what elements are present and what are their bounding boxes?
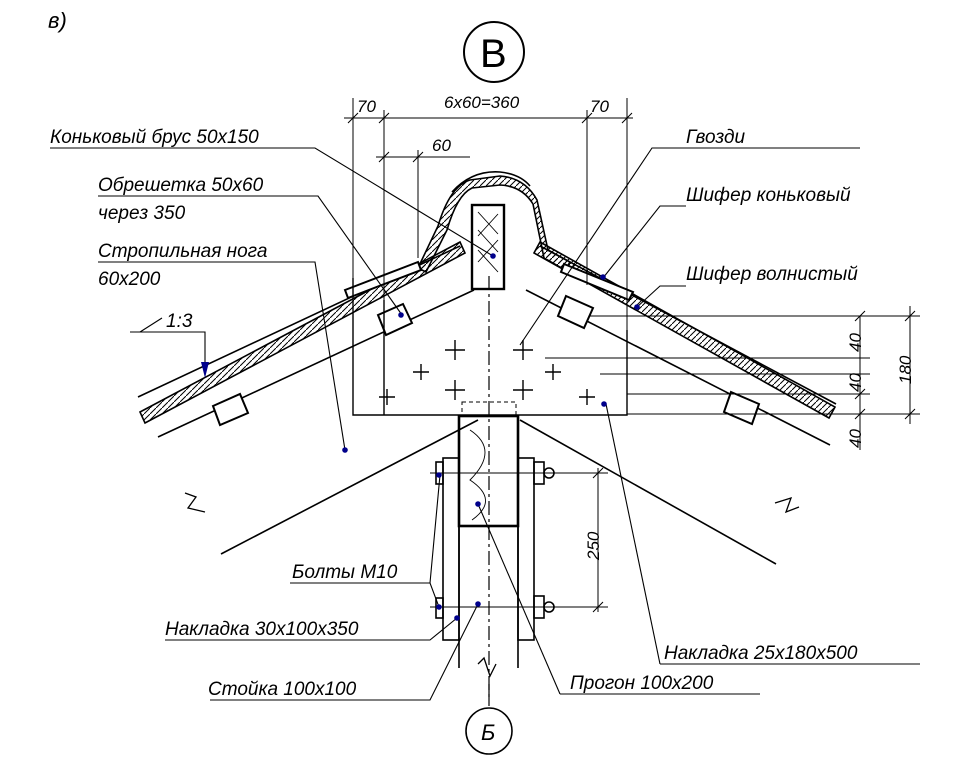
label-purlin: Прогон 100x200 [570, 673, 714, 694]
nail-marks [379, 340, 595, 405]
label-slope: 1:3 [166, 311, 193, 332]
panel-letter: в) [48, 8, 67, 33]
label-post: Стойка 100x100 [208, 679, 357, 700]
bottom-marker-letter: Б [481, 720, 495, 745]
dim-left-70: 70 [357, 97, 376, 116]
bottom-marker: Б [465, 684, 513, 755]
label-rafter-1: Стропильная нога [98, 241, 267, 262]
label-pad-small: Накладка 30x100x350 [165, 619, 359, 640]
label-pad-large: Накладка 25x180x500 [664, 643, 858, 664]
dim-spacing-60: 60 [432, 136, 451, 155]
label-batten-2: через 350 [98, 203, 186, 224]
large-pad [352, 278, 628, 416]
right-dimensions [545, 306, 920, 613]
dim-h40-mid: 40 [846, 373, 865, 392]
rafter-right [519, 245, 837, 565]
section-marker: В [463, 21, 525, 83]
dim-h40-top: 40 [846, 333, 865, 352]
dim-v250: 250 [584, 531, 603, 561]
break-marks [184, 492, 800, 678]
anchor-dots [342, 253, 640, 621]
label-ridge-beam: Коньковый брус 50x150 [50, 127, 259, 148]
label-nails: Гвозди [686, 127, 745, 148]
dim-right-70: 70 [590, 97, 609, 116]
label-ridge-slate: Шифер коньковый [686, 185, 851, 206]
label-bolts: Болты М10 [292, 562, 398, 583]
dim-h40-bot: 40 [846, 429, 865, 448]
bolt-lines [430, 472, 608, 608]
leader-lines [50, 147, 920, 701]
slope-arrow [201, 362, 209, 378]
post [435, 457, 555, 668]
label-batten-1: Обрешетка 50x60 [98, 175, 264, 196]
ridge-beam [470, 203, 506, 291]
section-marker-letter: В [480, 32, 507, 76]
dim-span: 6x60=360 [444, 93, 520, 112]
label-wave-slate: Шифер волнистый [686, 264, 858, 285]
dim-h180: 180 [896, 355, 915, 384]
battens [211, 260, 761, 427]
label-rafter-2: 60x200 [98, 269, 161, 290]
top-dimensions [344, 98, 633, 330]
